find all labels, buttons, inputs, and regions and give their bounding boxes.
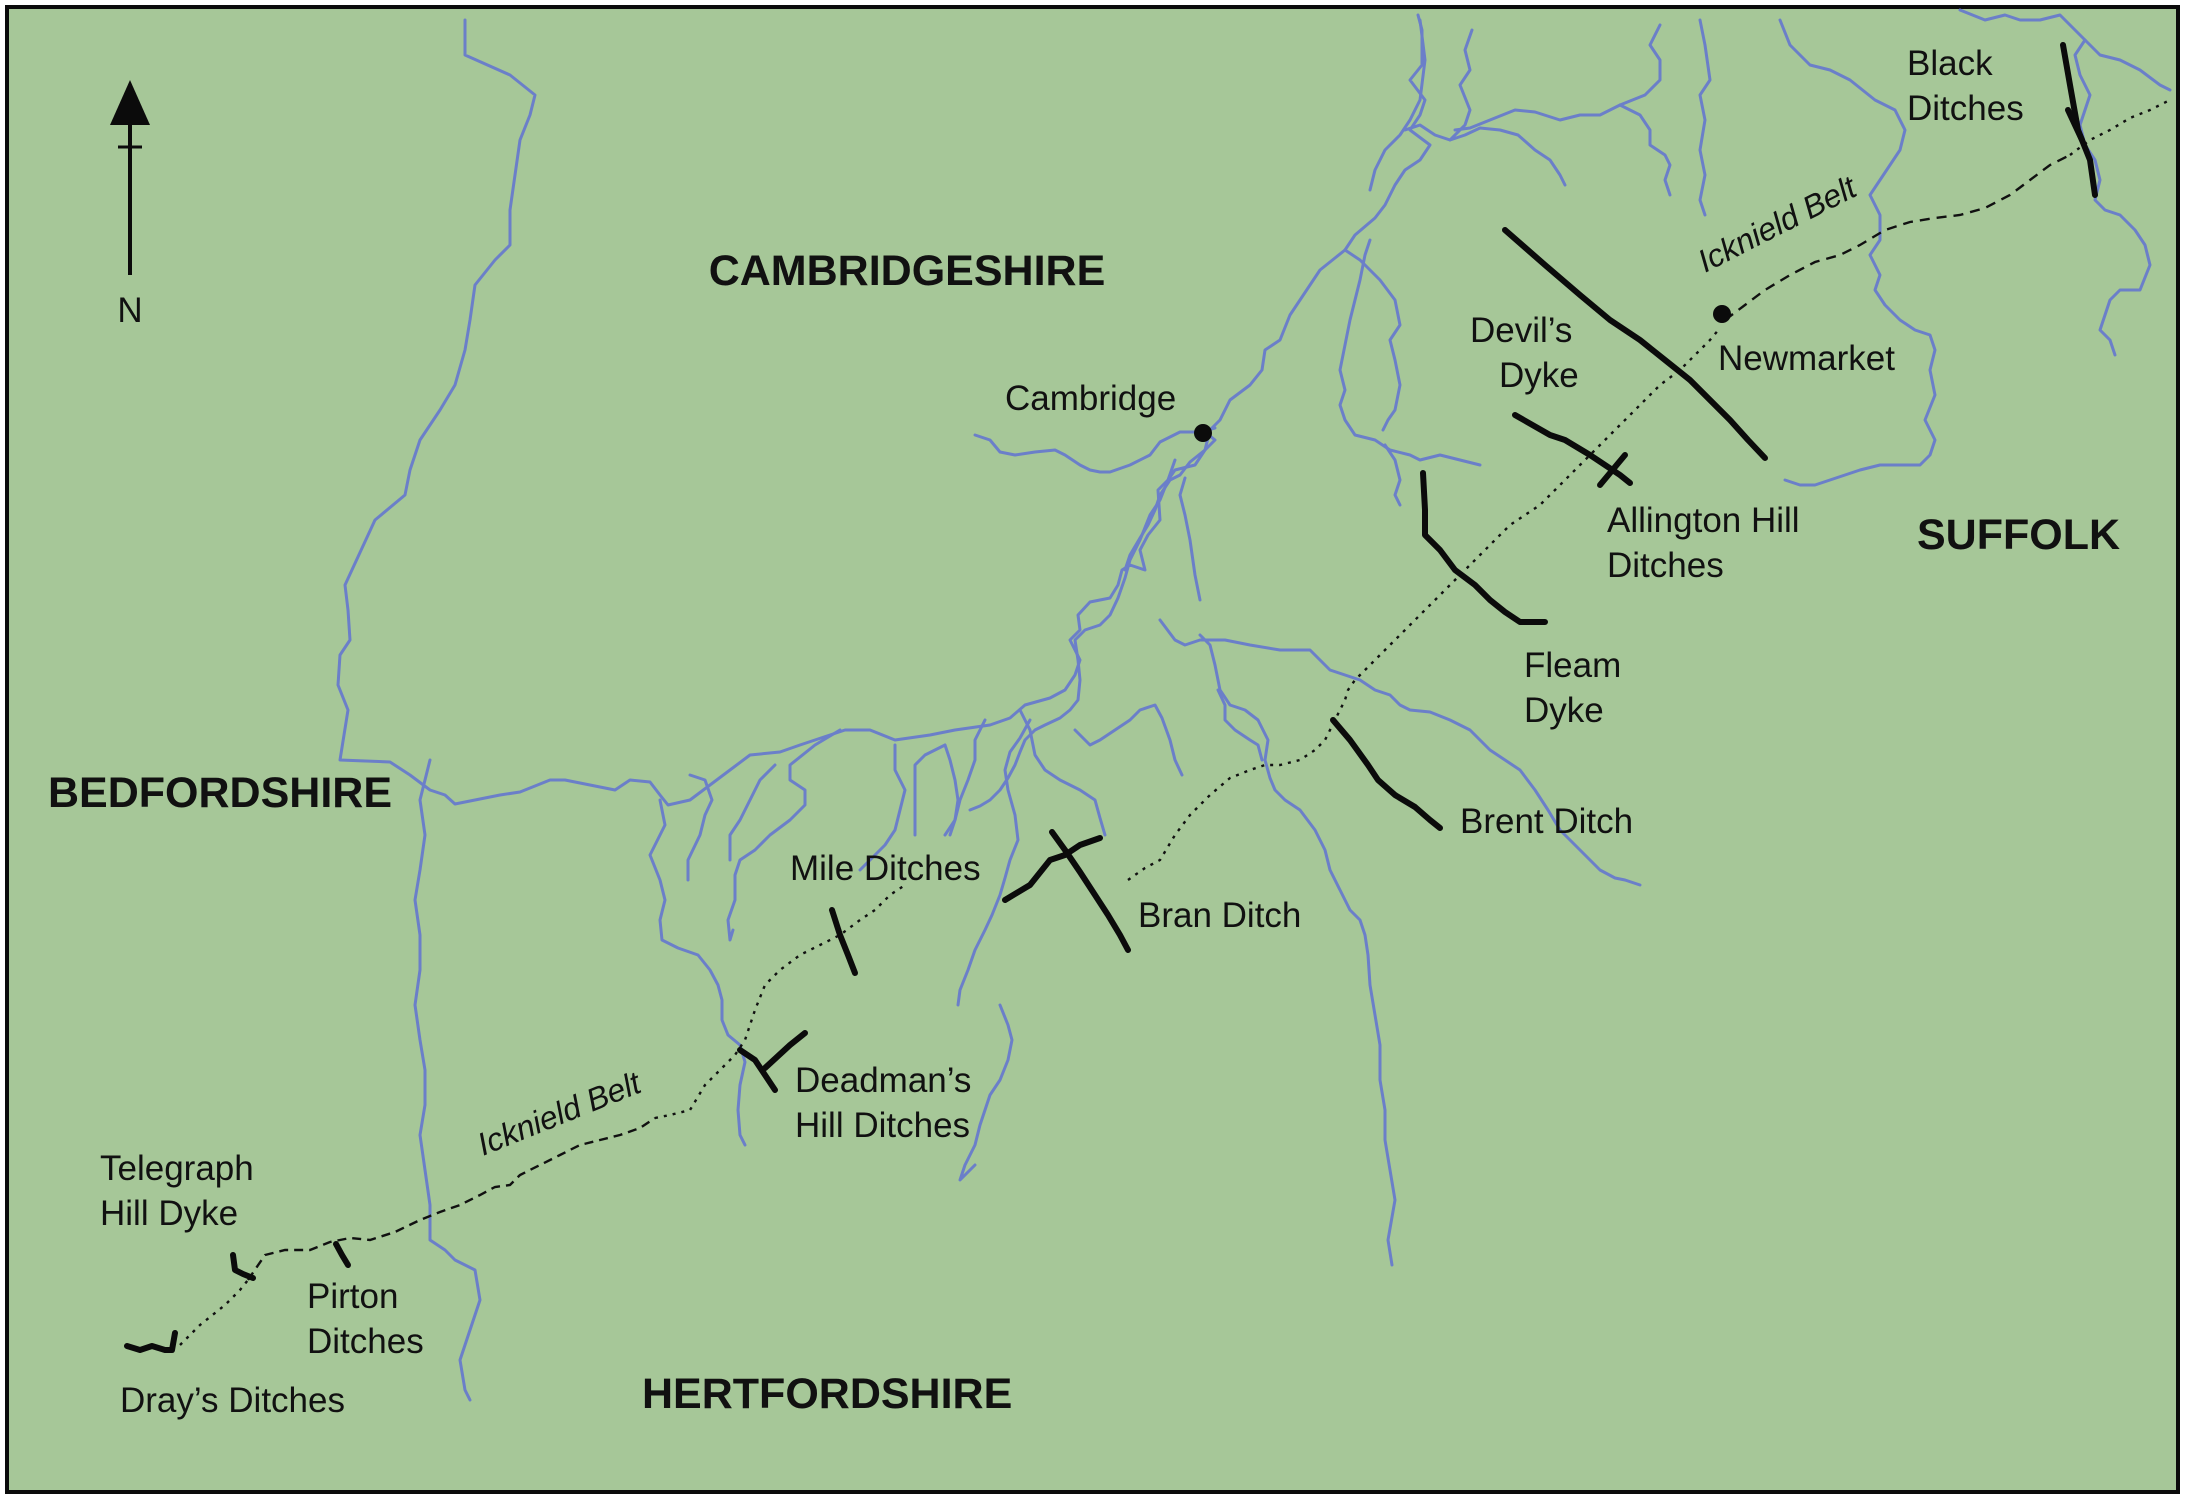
label-devils-dyke-line1: Devil’s (1470, 311, 1572, 350)
label-pirton-ditches-line2: Ditches (307, 1322, 424, 1361)
deadmans-hill-branch (762, 1030, 808, 1071)
label-deadmans-hill: Deadman’s Hill Ditches (795, 1061, 981, 1145)
label-telegraph-hill-line2: Hill Dyke (100, 1194, 238, 1233)
north-arrow-icon (110, 80, 150, 125)
earthworks (124, 42, 2098, 1353)
north-arrow-label: N (117, 291, 142, 330)
county-hertfordshire: HERTFORDSHIRE (642, 1370, 1012, 1418)
river-cam-upper (968, 458, 1177, 812)
river-cam-tributary (973, 426, 1217, 474)
river-snail (1403, 123, 1567, 187)
river-fleam-south (1383, 443, 1402, 507)
river-bran-south (1198, 633, 1397, 1267)
river-ivel-east (686, 773, 714, 882)
river-hiz-branch (728, 763, 777, 862)
label-fleam-dyke-line1: Fleam (1524, 646, 1621, 685)
river-bran-west (1216, 688, 1264, 762)
label-devils-dyke-line2: Dyke (1499, 356, 1579, 395)
river-devils-branch (1343, 248, 1402, 432)
label-deadmans-hill-line1: Deadman’s (795, 1061, 971, 1100)
icknield-belt-line-5 (1724, 153, 2071, 321)
river-soham (1448, 28, 1474, 142)
allington-hill-ditches (1512, 412, 1633, 486)
river-east-branch2 (2073, 38, 2152, 357)
town-label-cambridge: Cambridge (1005, 379, 1176, 418)
label-allington-hill-line1: Allington Hill (1607, 501, 1800, 540)
label-mile-ditches: Mile Ditches (790, 849, 981, 888)
map-background (5, 5, 2180, 1494)
allington-hill-cross (1597, 452, 1628, 488)
river-rhee-west (956, 718, 1032, 1007)
river-linton (1158, 618, 1642, 887)
label-black-ditches-line1: Black (1907, 44, 1993, 83)
label-devils-dyke: Devil’s Dyke (1470, 311, 1582, 395)
label-fleam-dyke: Fleam Dyke (1524, 646, 1631, 730)
river-kennett (1453, 23, 1662, 132)
river-west-south (413, 758, 482, 1402)
river-west-border (336, 13, 1432, 807)
rivers (336, 8, 2172, 1402)
label-black-ditches-line2: Ditches (1907, 89, 2024, 128)
north-arrow: N (110, 80, 150, 330)
telegraph-hill-dyke (230, 1252, 256, 1281)
label-drays-ditches: Dray’s Ditches (120, 1381, 345, 1420)
label-pirton-ditches: Pirton Ditches (307, 1277, 424, 1361)
county-suffolk: SUFFOLK (1917, 511, 2120, 559)
label-pirton-ditches-line1: Pirton (307, 1277, 398, 1316)
river-hiz (726, 728, 842, 942)
deadmans-hill-ditches (737, 1047, 778, 1093)
river-rhee-branch1 (1018, 708, 1107, 837)
river-rhee-branch2 (1073, 703, 1184, 777)
river-granta-south (1178, 476, 1202, 602)
river-stort (958, 1003, 1014, 1182)
devils-dyke (1502, 227, 1768, 461)
icknield-belt-line-2 (247, 1117, 656, 1281)
fleam-dyke (1420, 470, 1548, 625)
label-allington-hill-line2: Ditches (1607, 546, 1724, 585)
pirton-ditches (333, 1241, 351, 1268)
river-ivel (648, 798, 747, 1147)
town-label-newmarket: Newmarket (1718, 339, 1895, 378)
label-deadmans-hill-line2: Hill Ditches (795, 1106, 970, 1145)
bran-ditch (1049, 829, 1131, 953)
river-rhee-branch4 (943, 743, 960, 837)
mile-ditches (829, 907, 858, 976)
river-lark (1698, 18, 1712, 217)
label-brent-ditch: Brent Ditch (1460, 802, 1633, 841)
icknield-belt-route (179, 98, 2171, 1346)
county-cambridgeshire: CAMBRIDGESHIRE (709, 247, 1106, 295)
river-rhee-branch5 (913, 743, 947, 837)
river-newmarket-north (1368, 18, 1427, 192)
brent-ditch (1330, 717, 1443, 831)
river-kennett-branch (1618, 103, 1672, 197)
label-fleam-dyke-line2: Dyke (1524, 691, 1604, 730)
label-allington-hill: Allington Hill Ditches (1607, 501, 1809, 585)
newmarket-town-marker (1713, 305, 1731, 323)
drays-ditches (124, 1330, 178, 1353)
label-bran-ditch: Bran Ditch (1138, 896, 1301, 935)
cambridge-town-marker (1194, 424, 1212, 442)
bran-ditch-cross (1002, 835, 1103, 903)
river-rhee-branch6 (858, 743, 907, 872)
river-fleam-branch (1338, 238, 1482, 467)
icknield-belt-line-6 (2069, 98, 2171, 156)
black-ditches-cross (2065, 107, 2085, 143)
icknield-belt-line-3 (654, 884, 906, 1120)
label-telegraph-hill-line1: Telegraph (100, 1149, 254, 1188)
label-black-ditches: Black Ditches (1907, 44, 2024, 128)
river-east-branch (1958, 8, 2172, 92)
county-bedfordshire: BEDFORDSHIRE (48, 769, 392, 817)
label-telegraph-hill: Telegraph Hill Dyke (100, 1149, 263, 1233)
icknield-belt-line (179, 1279, 249, 1346)
river-lark-east (1778, 18, 1937, 487)
